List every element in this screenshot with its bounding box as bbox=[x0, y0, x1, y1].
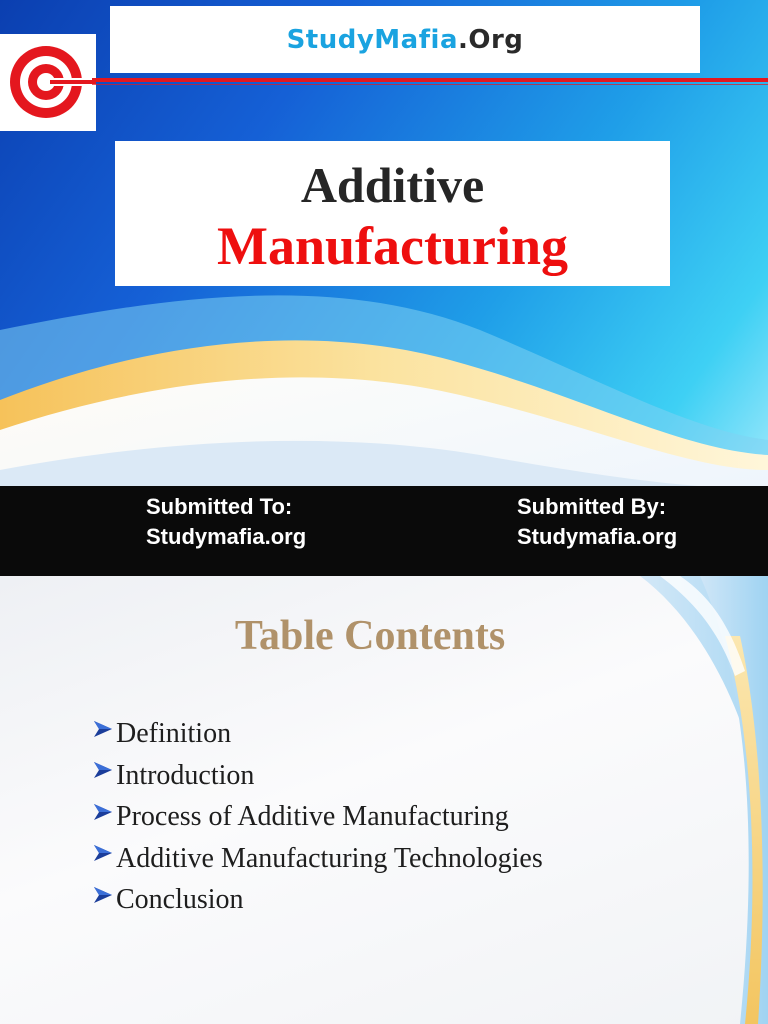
studymafia-logo-icon bbox=[10, 46, 96, 118]
toc-item-label: Conclusion bbox=[116, 884, 244, 915]
title-line-1: Additive bbox=[300, 157, 485, 213]
title-box: Additive Manufacturing bbox=[115, 141, 670, 286]
contents-slide bbox=[0, 576, 768, 1024]
toc-item-introduction: Introduction bbox=[92, 755, 543, 797]
site-name-primary: StudyMafia bbox=[286, 24, 458, 55]
submitted-to: Submitted To: Studymafia.org bbox=[146, 492, 306, 552]
submitted-by-value: Studymafia.org bbox=[517, 524, 678, 549]
site-banner: StudyMafia.Org bbox=[110, 6, 700, 73]
site-name-suffix: .Org bbox=[458, 24, 524, 55]
toc-item-conclusion: Conclusion bbox=[92, 879, 543, 921]
arrow-bullet-icon bbox=[94, 803, 112, 820]
submission-band: Submitted To: Studymafia.org Submitted B… bbox=[0, 486, 768, 576]
toc-title: Table Contents bbox=[234, 613, 506, 659]
toc-list: Definition Introduction Process of Addit… bbox=[92, 713, 543, 921]
arrow-bullet-icon bbox=[94, 845, 112, 862]
site-name[interactable]: StudyMafia.Org bbox=[287, 25, 524, 55]
submitted-by-label: Submitted By: bbox=[517, 494, 667, 519]
toc-item-technologies: Additive Manufacturing Technologies bbox=[92, 838, 543, 880]
toc-item-definition: Definition bbox=[92, 713, 543, 755]
arrow-bullet-icon bbox=[94, 762, 112, 779]
logo[interactable] bbox=[0, 34, 96, 131]
wave-decoration-right bbox=[640, 576, 768, 1024]
toc-item-label: Introduction bbox=[116, 759, 255, 791]
submitted-to-value: Studymafia.org bbox=[146, 524, 307, 549]
title-line-2: Manufacturing bbox=[217, 216, 568, 276]
submitted-by: Submitted By: Studymafia.org bbox=[517, 492, 677, 552]
toc-item-label: Process of Additive Manufacturing bbox=[116, 801, 509, 832]
toc-item-process: Process of Additive Manufacturing bbox=[92, 796, 543, 838]
submitted-to-label: Submitted To: bbox=[146, 494, 293, 519]
logo-line bbox=[92, 78, 768, 82]
arrow-bullet-icon bbox=[94, 720, 112, 737]
toc-item-label: Additive Manufacturing Technologies bbox=[116, 842, 543, 874]
toc-item-label: Definition bbox=[116, 718, 232, 749]
title-slide: StudyMafia.Org Additive Manufacturing Su… bbox=[0, 0, 768, 576]
arrow-bullet-icon bbox=[94, 886, 112, 903]
logo-line-thin bbox=[92, 84, 768, 85]
